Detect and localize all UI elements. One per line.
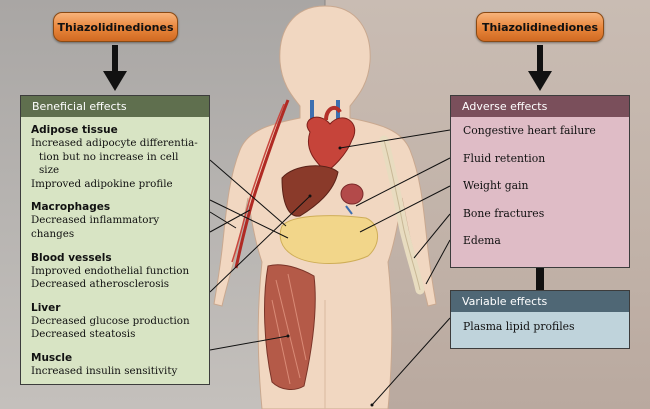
- beneficial-pointers: [209, 159, 311, 351]
- adverse-item: Weight gain: [463, 179, 529, 192]
- section-item: Decreased glucose production: [31, 314, 190, 327]
- section-muscle: Muscle Increased insulin sensitivity: [31, 351, 201, 379]
- variable-item: Plasma lipid profiles: [463, 320, 575, 333]
- section-item: Decreased atherosclerosis: [31, 278, 170, 291]
- aorta: [324, 105, 342, 121]
- section-title: Muscle: [31, 351, 73, 364]
- variable-effects-panel: Variable effects Plasma lipid profiles: [450, 290, 630, 349]
- section-item: Improved adipokine profile: [31, 177, 173, 190]
- variable-effects-header: Variable effects: [451, 291, 629, 312]
- arm-artery: [234, 99, 290, 269]
- arm-artery-branch: [231, 103, 285, 263]
- section-blood-vessels: Blood vessels Improved endothelial funct…: [31, 251, 201, 292]
- thigh-muscle: [264, 264, 316, 390]
- right-arrow: [528, 45, 552, 91]
- section-title: Blood vessels: [31, 251, 112, 264]
- lipid-pointer-dot: [370, 403, 374, 407]
- variable-effects-body: Plasma lipid profiles: [451, 312, 629, 333]
- section-item: Decreased steatosis: [31, 328, 136, 341]
- beneficial-effects-panel: Beneficial effects Adipose tissue Increa…: [20, 95, 210, 385]
- section-item: Decreased inflammatory changes: [31, 214, 160, 240]
- adverse-item: Fluid retention: [463, 151, 546, 165]
- adverse-item: Edema: [463, 234, 501, 247]
- section-macrophages: Macrophages Decreased inflammatory chang…: [31, 200, 201, 241]
- liver-pointer-dot: [308, 194, 312, 198]
- heart-pointer-dot: [338, 146, 342, 150]
- section-title: Adipose tissue: [31, 124, 118, 136]
- section-adipose-tissue: Adipose tissue Increased adipocyte diffe…: [31, 123, 201, 191]
- adipose-tissue: [279, 215, 378, 264]
- section-liver: Liver Decreased glucose production Decre…: [31, 301, 201, 342]
- muscle-fibers: [271, 273, 307, 385]
- adverse-effects-header: Adverse effects: [451, 96, 629, 117]
- adverse-effects-panel: Adverse effects Congestive heart failure…: [450, 95, 630, 268]
- kidney: [340, 183, 364, 205]
- section-title: Macrophages: [31, 201, 111, 214]
- section-item: Increased insulin sensitivity: [31, 364, 178, 377]
- right-drug-label: Thiazolidinediones: [476, 12, 604, 42]
- liver: [281, 165, 339, 217]
- adverse-effects-body: Congestive heart failure Fluid retention…: [451, 117, 629, 262]
- arm-bone-outline: [383, 139, 421, 291]
- heart: [306, 116, 355, 173]
- section-item: tion but no increase in cell size: [39, 150, 179, 177]
- muscle-pointer-dot: [286, 334, 290, 338]
- section-item: Increased adipocyte differentia-: [31, 137, 198, 149]
- ureter: [345, 205, 353, 215]
- adverse-variable-connector: [536, 268, 544, 290]
- left-arrow: [103, 45, 127, 91]
- adverse-item: Congestive heart failure: [463, 124, 596, 137]
- section-title: Liver: [31, 301, 61, 314]
- beneficial-effects-body: Adipose tissue Increased adipocyte diffe…: [21, 117, 209, 379]
- adverse-pointers: [339, 129, 451, 406]
- beneficial-effects-header: Beneficial effects: [21, 96, 209, 117]
- adverse-item: Bone fractures: [463, 206, 545, 220]
- left-drug-label: Thiazolidinediones: [53, 12, 178, 42]
- section-item: Improved endothelial function: [31, 264, 190, 277]
